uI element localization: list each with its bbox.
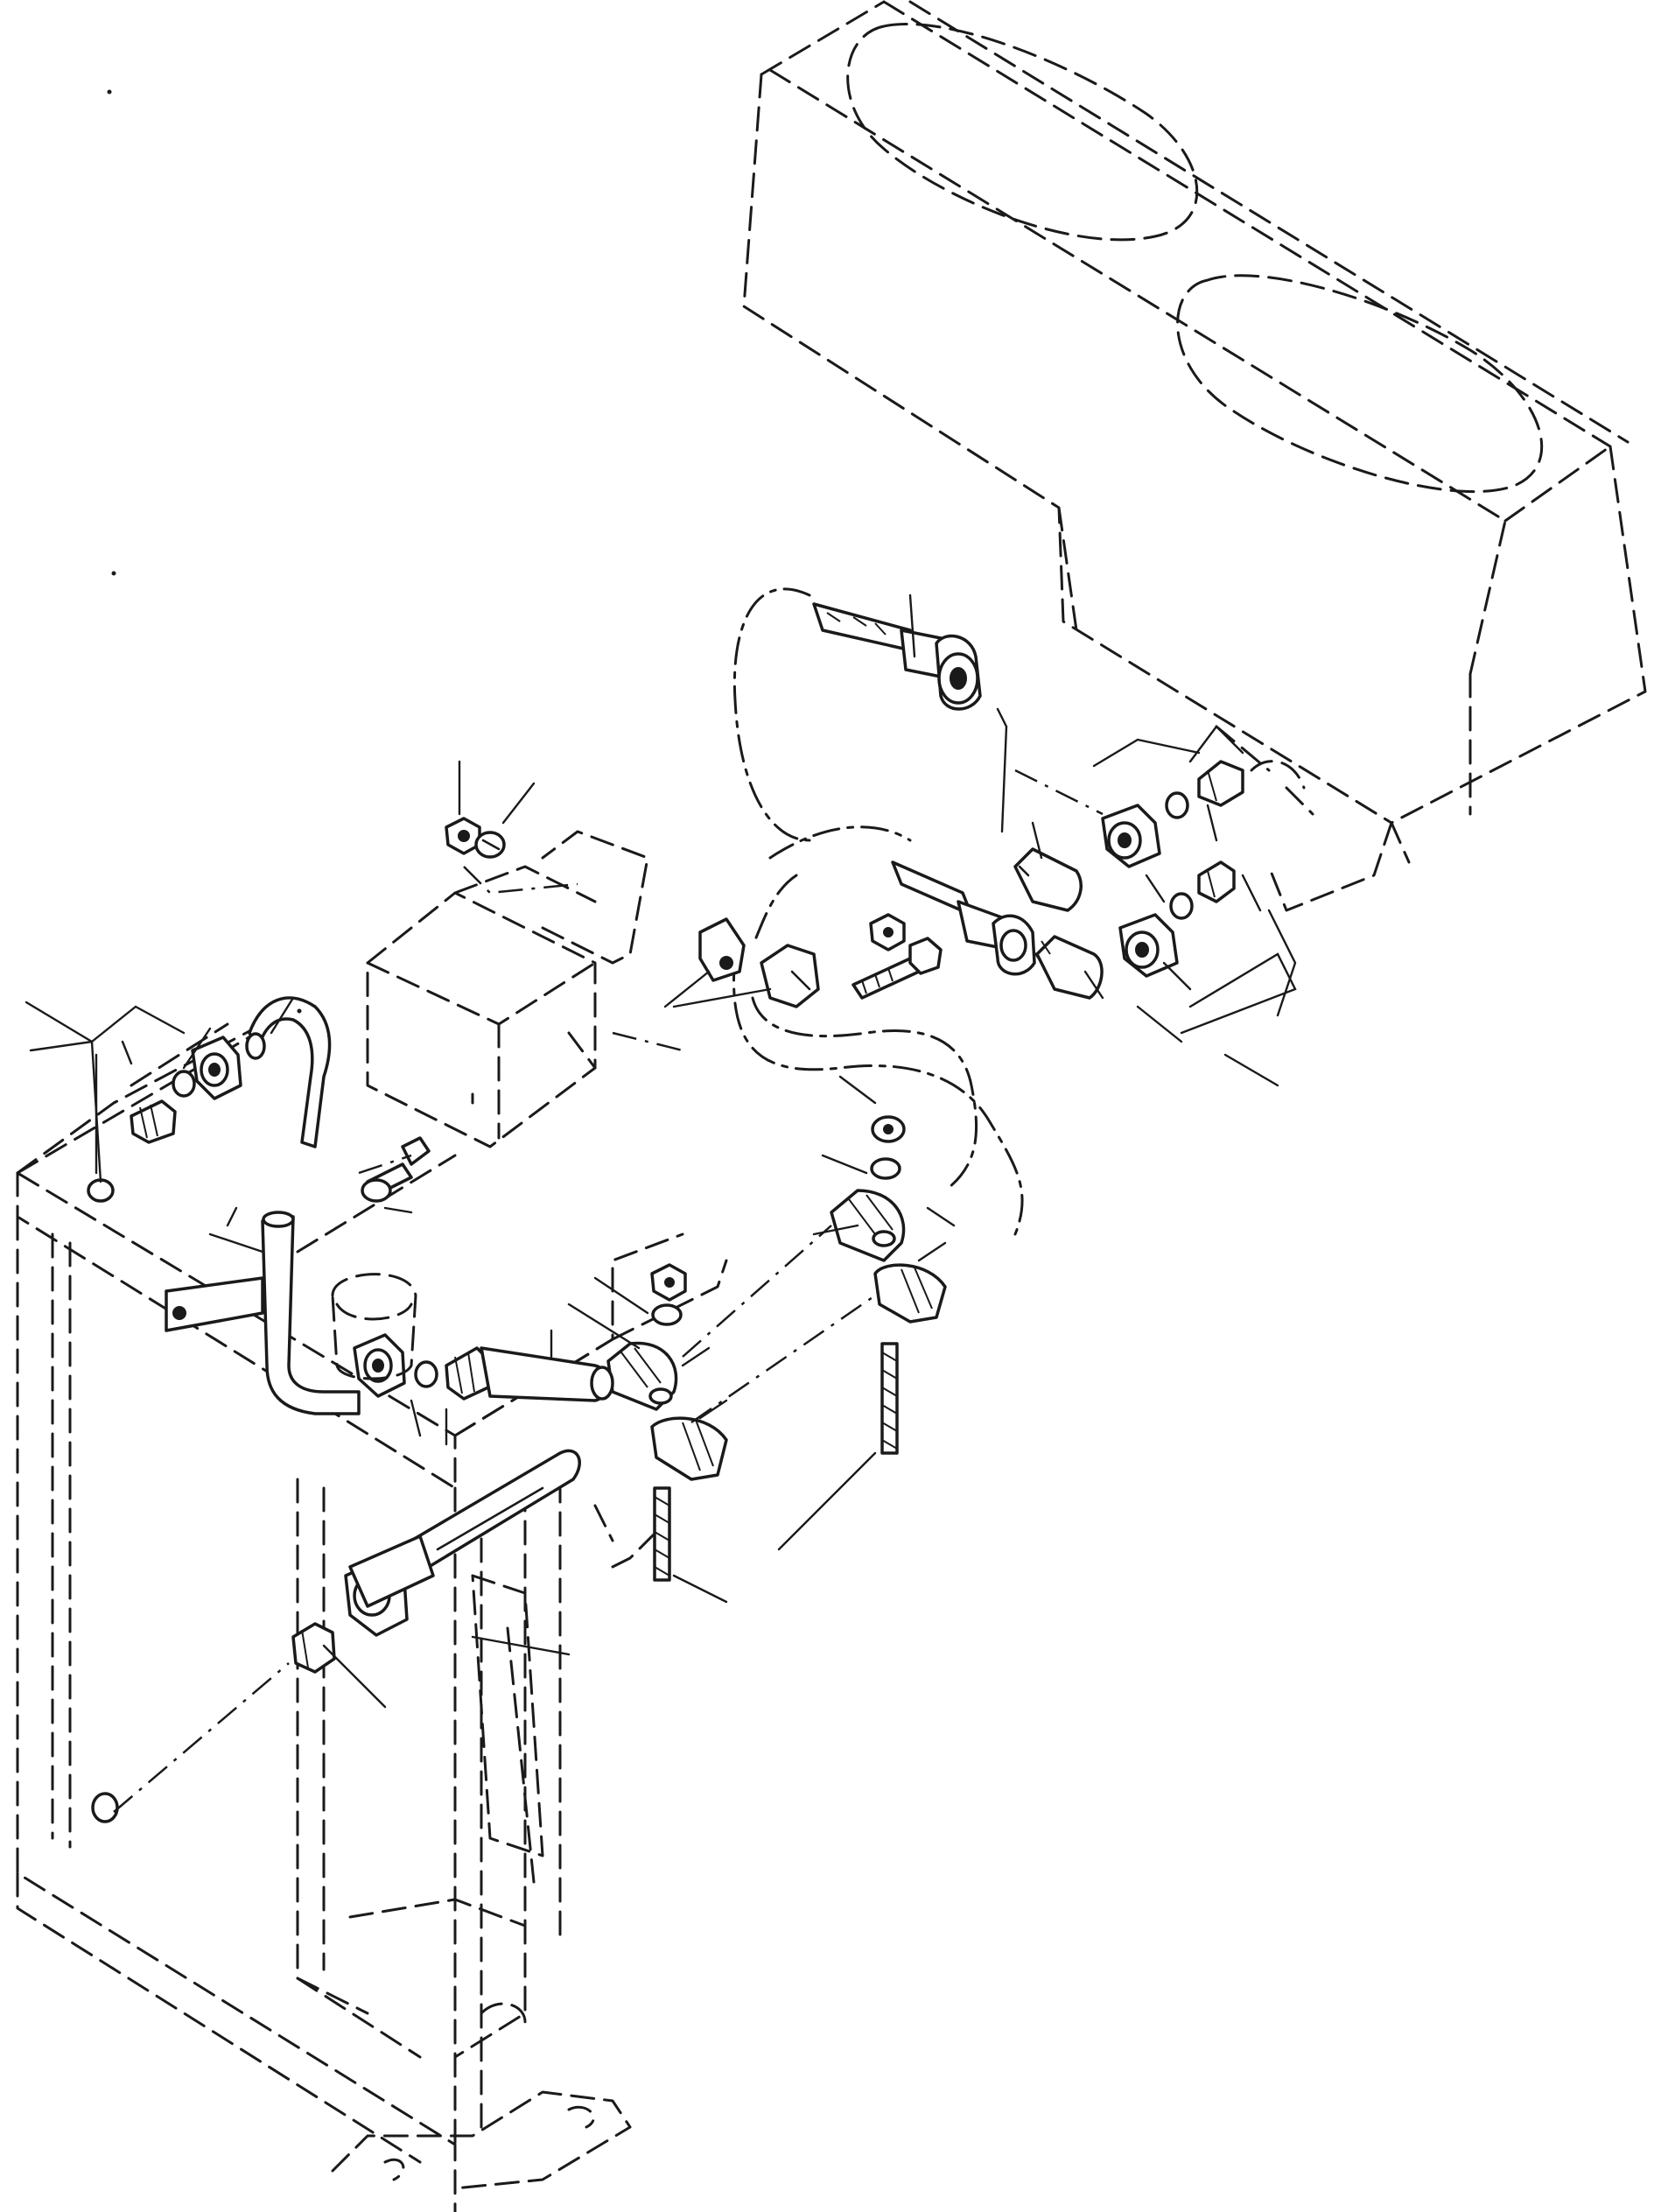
scan-specks [107, 89, 302, 1014]
washers [361, 831, 906, 1326]
leader-lines [25, 725, 1297, 1709]
radiator-outline [16, 1022, 632, 2212]
upper-hose [812, 593, 1008, 833]
hose-clamps [606, 1189, 947, 1481]
adapters [130, 760, 1244, 1674]
elbow-fittings [1013, 847, 1104, 1000]
reservoir-tank-outline [366, 830, 649, 1148]
l-pipe-with-bracket [165, 1211, 361, 1415]
bracket-plate-outline [16, 1022, 728, 1569]
clip-brackets [663, 917, 820, 1008]
lower-hose [348, 1346, 614, 1608]
studs [653, 1342, 899, 1582]
filler-cap [331, 1273, 417, 1380]
long-hose-loop [732, 587, 1024, 1236]
middle-hose [891, 860, 1036, 976]
engine-block-outline [742, 0, 1647, 912]
hex-nuts [445, 817, 906, 1302]
bent-pipe [245, 996, 332, 1148]
assembly-centerlines [113, 769, 1104, 1813]
